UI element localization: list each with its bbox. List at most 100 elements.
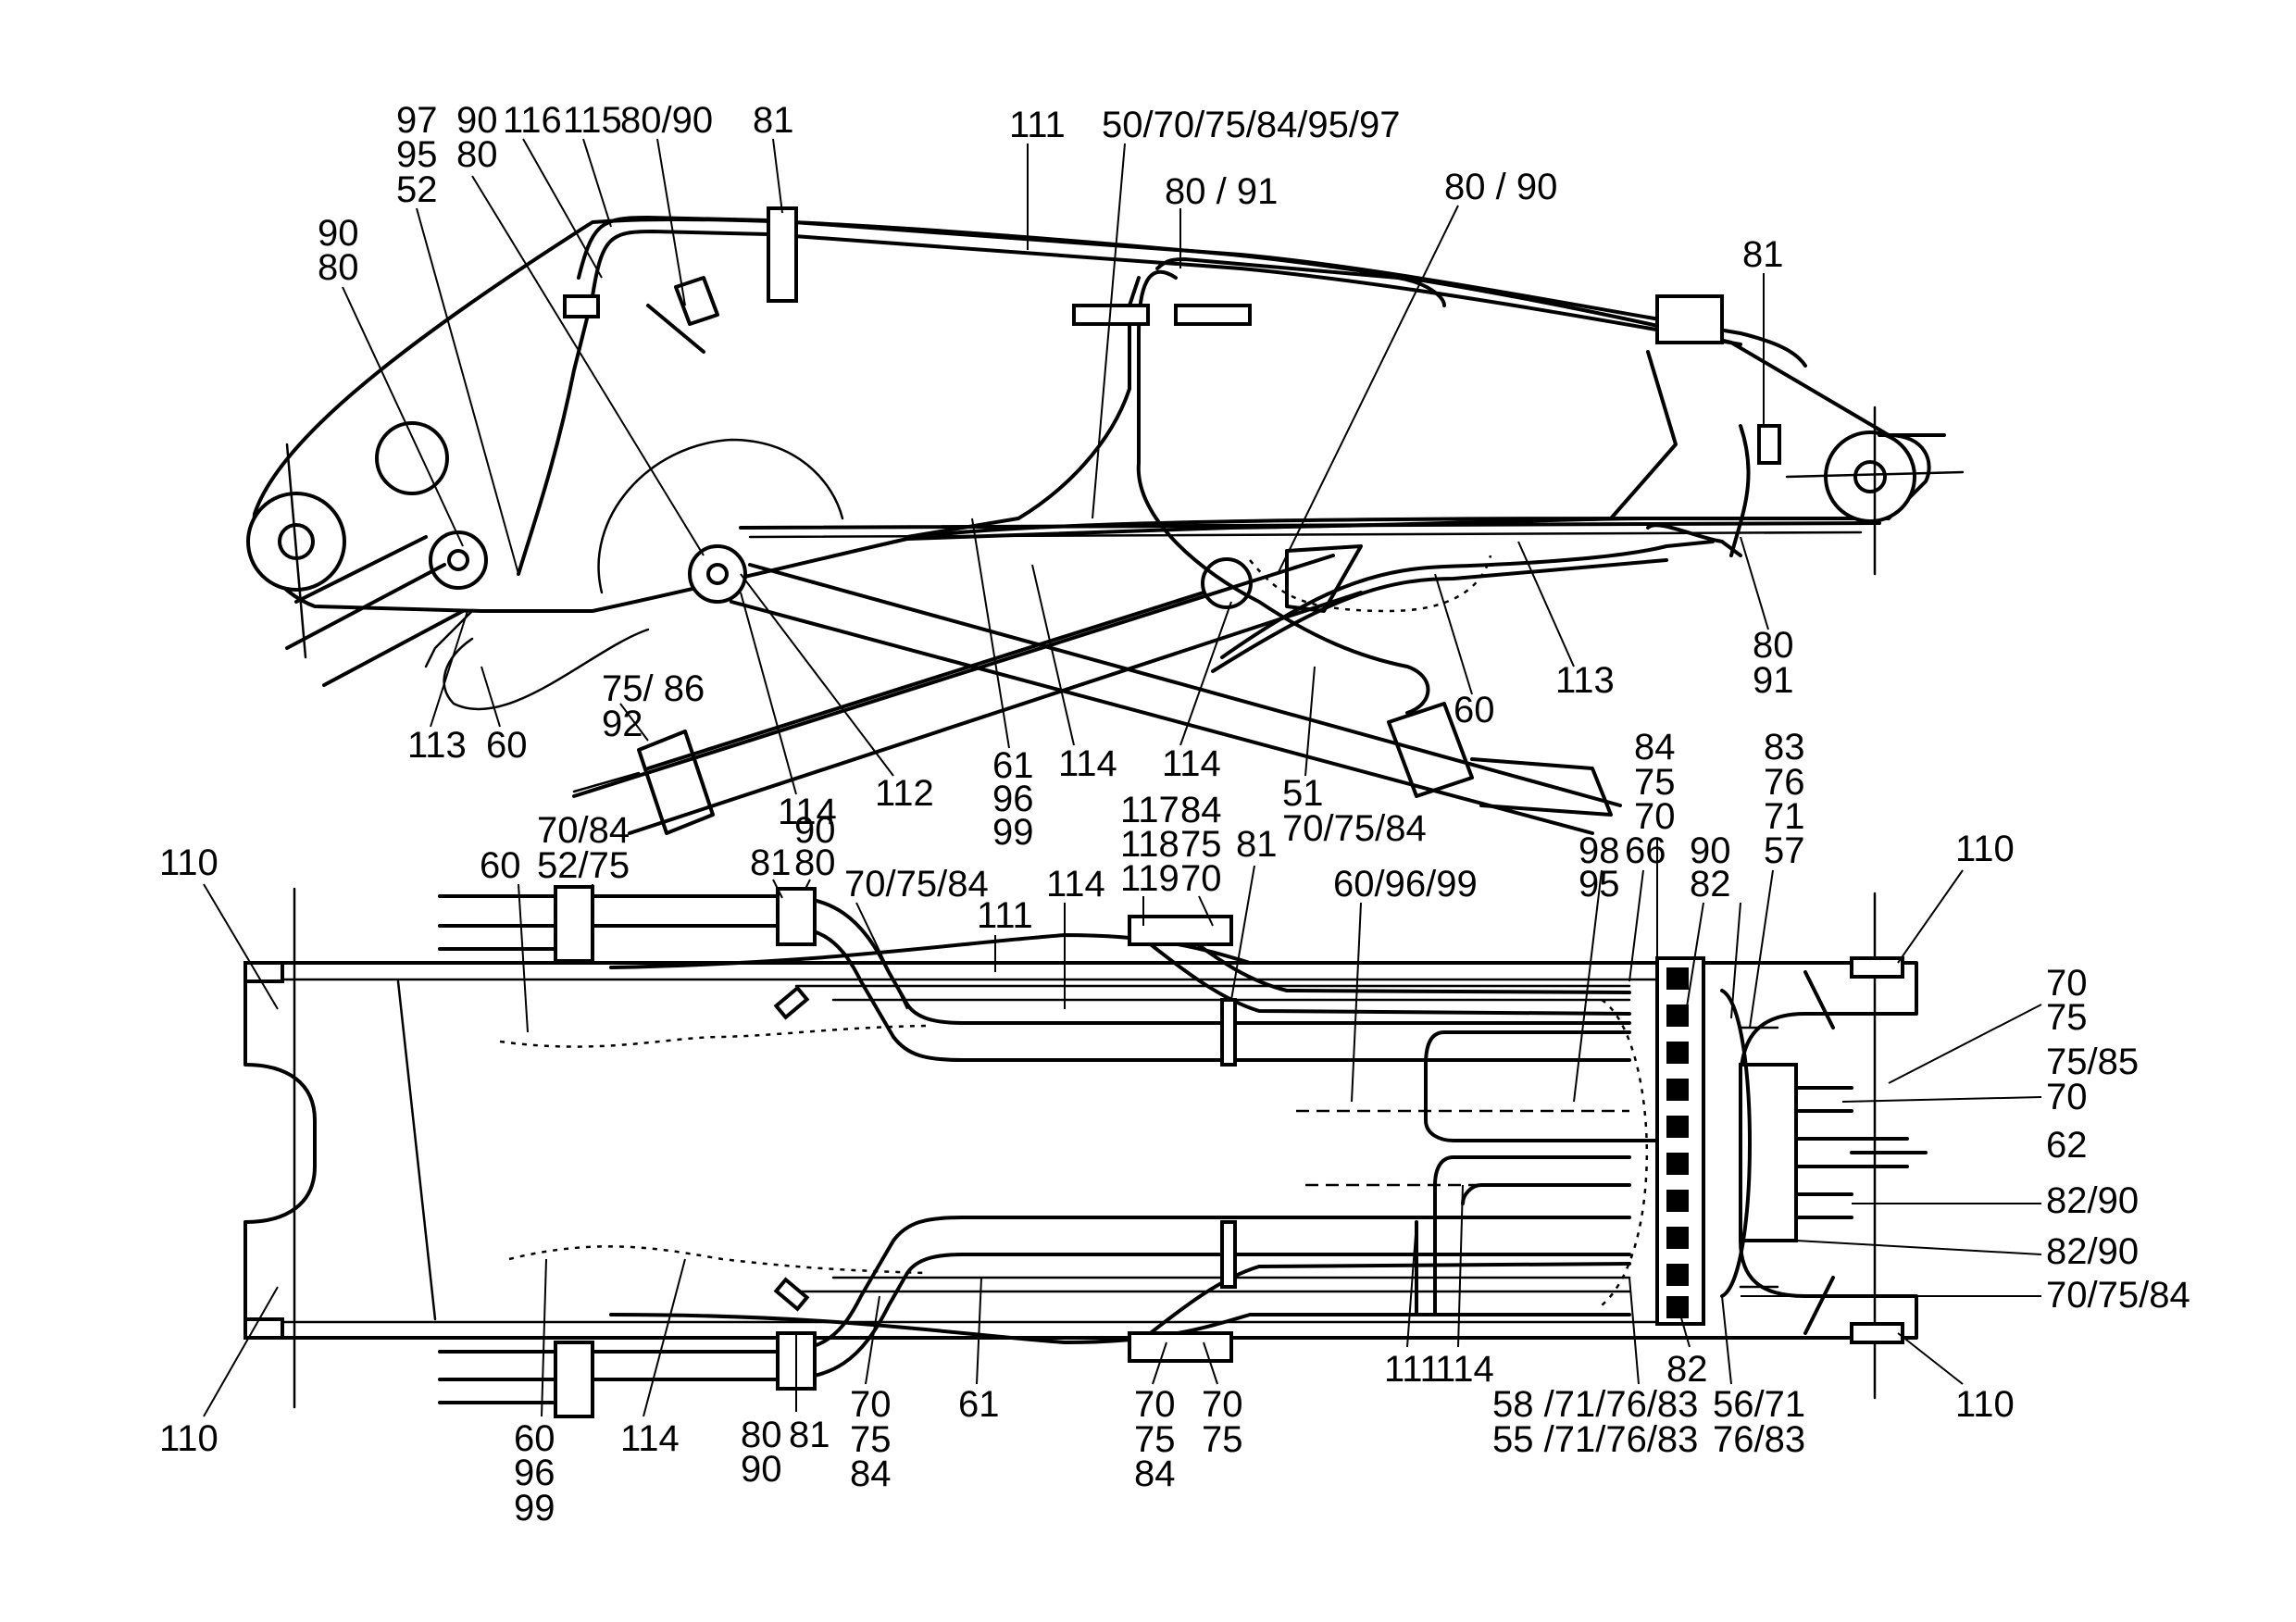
clamp-mid-bottom — [1128, 1331, 1233, 1363]
label-81: 81 — [753, 100, 794, 141]
hose-mid-upper — [905, 276, 1141, 539]
label-60-c: 60 — [480, 845, 521, 886]
label-81-e: 81 — [789, 1415, 830, 1455]
label-70-84: 70/84 — [537, 810, 630, 851]
diagonal-brace — [396, 979, 437, 1321]
label-76-a: 76 — [1764, 762, 1805, 803]
label-57: 57 — [1764, 830, 1805, 871]
label-52-75: 52/75 — [537, 845, 630, 886]
valve-manifold — [1655, 956, 1909, 1326]
clamp-vertical-top — [1220, 998, 1237, 1067]
label-70-f: 70 — [1134, 1384, 1176, 1425]
label-60: 60 — [486, 725, 528, 766]
boom-inner-edge — [905, 517, 1650, 541]
tip-brace-2 — [1803, 1276, 1835, 1335]
label-75-85: 75/85 — [2046, 1042, 2139, 1082]
valve-block — [1655, 294, 1724, 344]
hose-60-dashed-upper — [499, 1024, 927, 1048]
clamp-81-top — [776, 887, 817, 946]
label-114: 114 — [1058, 743, 1117, 784]
label-111-c: 111 — [1384, 1349, 1441, 1390]
label-81-d: 81 — [1236, 824, 1278, 865]
label-75-f: 75 — [1202, 1419, 1243, 1460]
label-70-75-84-b: 70/75/84 — [844, 864, 989, 905]
label-113: 113 — [407, 725, 467, 766]
label-55-71-76-83: 55 /71/76/83 — [1492, 1419, 1698, 1460]
hose-ends-left — [438, 885, 594, 1418]
hose-tip-91 — [1729, 424, 1751, 557]
clamp-81 — [767, 206, 798, 303]
arm-line-1 — [294, 535, 428, 604]
label-70-c: 70 — [2046, 963, 2088, 1004]
label-50-70-75-84-95-97: 50/70/75/84/95/97 — [1102, 105, 1401, 145]
label-70-g: 70 — [1202, 1384, 1243, 1425]
boom-side-view: 97 90 116 115 80/90 81 111 50/70/75/84/9… — [246, 100, 1965, 853]
label-112: 112 — [875, 773, 934, 814]
label-70-d: 70 — [2046, 1077, 2088, 1117]
label-61: 61 — [992, 745, 1034, 786]
label-52: 52 — [396, 169, 438, 210]
label-58-71-76-83: 58 /71/76/83 — [1492, 1384, 1698, 1425]
hose-60-lower — [1220, 540, 1715, 659]
hose-bundle-upper-6 — [1137, 933, 1631, 1016]
clamp-mid-top — [1128, 915, 1233, 946]
label-70-75-84-c: 70/75/84 — [2046, 1275, 2190, 1316]
label-75-c: 75 — [2046, 997, 2088, 1038]
cylinder-pin-left-center — [447, 549, 469, 571]
label-113-b: 113 — [1555, 660, 1615, 701]
label-51: 51 — [1282, 773, 1324, 814]
clamp-vertical-bottom — [1220, 1220, 1237, 1289]
boom-top-view: 110 70/84 60 52/75 90 81 80 70/75/84 114… — [159, 727, 2190, 1528]
label-75-d: 75 — [850, 1419, 892, 1460]
label-70-b: 70 — [1634, 796, 1676, 837]
label-75-a: 75 — [1180, 824, 1222, 865]
label-114-d: 114 — [1046, 864, 1105, 905]
label-115: 115 — [563, 100, 622, 141]
label-92: 92 — [602, 704, 643, 744]
side-leaders — [342, 138, 1769, 795]
hose-bundle-lower-6 — [1137, 1262, 1631, 1344]
label-76-83: 76/83 — [1713, 1419, 1805, 1460]
hose-111-top — [577, 216, 1807, 368]
boom-bottom-chord — [739, 521, 1881, 530]
hose-115 — [517, 294, 594, 576]
label-70-a: 70 — [1180, 858, 1222, 899]
label-75-e: 75 — [1134, 1419, 1176, 1460]
label-114-b: 114 — [1162, 743, 1221, 784]
hose-80-91 — [1136, 269, 1430, 715]
label-82-90-b: 82/90 — [2046, 1231, 2139, 1272]
label-62: 62 — [2046, 1125, 2088, 1166]
pin-left-bottom — [243, 1317, 284, 1340]
link-plate — [1285, 544, 1363, 613]
hose-113 — [1646, 523, 1742, 557]
label-80-e: 80 — [741, 1415, 782, 1455]
label-60-96-99: 60/96/99 — [1333, 864, 1478, 905]
label-116: 116 — [503, 100, 562, 141]
label-80-90: 80/90 — [620, 100, 713, 141]
label-91: 91 — [1753, 660, 1794, 701]
label-110-b: 110 — [1955, 829, 2015, 869]
plate-80-90 — [646, 304, 705, 354]
label-111: 111 — [1009, 105, 1066, 145]
label-80-c: 80 — [1753, 625, 1794, 666]
label-98: 98 — [1578, 830, 1620, 871]
label-97: 97 — [396, 100, 438, 141]
label-110: 110 — [159, 842, 218, 883]
label-83-a: 83 — [1764, 727, 1805, 767]
label-114-c: 114 — [778, 792, 837, 832]
label-71-a: 71 — [1764, 796, 1805, 837]
label-114-f: 114 — [1435, 1349, 1494, 1390]
hose-bundle-upper-1 — [461, 894, 1631, 1025]
swing-radius-arc-lower — [1249, 555, 1492, 613]
arm-line-3 — [322, 609, 465, 687]
pin-left-top — [243, 961, 284, 983]
label-60-d: 60 — [514, 1418, 555, 1459]
arm-line-2 — [285, 563, 446, 650]
pin-right-top — [1850, 956, 1904, 979]
label-90-e: 90 — [741, 1449, 782, 1490]
label-111-b: 111 — [977, 895, 1033, 936]
swing-radius-arc — [597, 438, 844, 594]
boom-bottom-chord-2 — [748, 530, 1863, 539]
label-61-b: 61 — [958, 1384, 1000, 1425]
label-96-b: 96 — [514, 1453, 555, 1493]
